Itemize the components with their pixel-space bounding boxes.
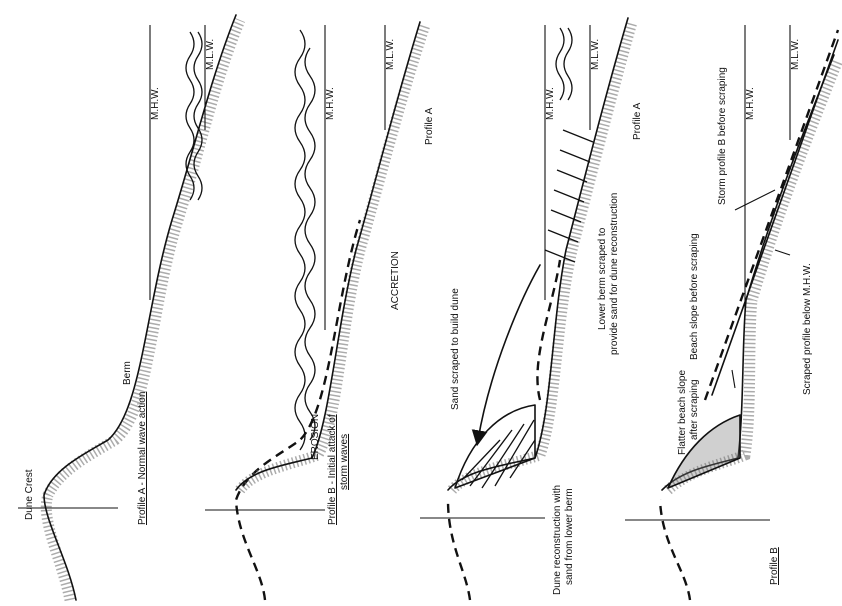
original-profile-dashed xyxy=(236,220,360,600)
waves-c xyxy=(556,28,564,100)
storm-waves xyxy=(295,30,305,450)
scraped-profile-label: Scraped profile below M.H.W. xyxy=(802,263,813,395)
dune-crest-label: Dune Crest xyxy=(24,469,35,520)
profile-a-label: Profile A - Normal wave action xyxy=(137,392,148,525)
beach-slope-label: Beach slope before scraping xyxy=(689,233,700,360)
profile-b-label-d: Profile B xyxy=(769,547,780,585)
profile-b-label: Profile B - Initial attack of xyxy=(327,414,338,525)
water-waves-outer xyxy=(194,32,202,200)
mhw-label-d: M.H.W. xyxy=(745,87,756,120)
berm-hatching xyxy=(545,130,593,262)
dashed-profile-c xyxy=(448,500,470,600)
lower-berm-label-2: provide sand for dune reconstruction xyxy=(609,193,620,355)
profile-b-label-2: storm waves xyxy=(339,434,350,490)
waves-c-outer xyxy=(564,28,572,100)
flatter-label-2: after scraping xyxy=(689,379,700,440)
mhw-label-a: M.H.W. xyxy=(150,87,161,120)
storm-profile-label: Storm profile B before scraping xyxy=(717,67,728,205)
dashed-profile-d xyxy=(660,500,690,600)
panel-reconstruction: Sand scraped to build dune Dune reconstr… xyxy=(420,18,643,600)
sand-scraped-label: Sand scraped to build dune xyxy=(450,288,461,410)
panel-profile-b-scraping: Profile B Flatter beach slope after scra… xyxy=(625,25,838,600)
berm-label: Berm xyxy=(122,361,133,385)
profile-a-ref-c: Profile A xyxy=(632,102,643,140)
lower-berm-label: Lower berm scraped to xyxy=(597,227,608,330)
dune-recon-label: Dune reconstruction with xyxy=(552,485,563,595)
storm-leader-line xyxy=(735,190,775,210)
mlw-label-d: M.L.W. xyxy=(790,39,801,70)
scraped-leader-line xyxy=(775,250,790,255)
accretion-label: ACCRETION xyxy=(390,251,401,310)
flatter-leader-line xyxy=(732,370,735,388)
panel-profile-b: EROSION Profile B - Initial attack of st… xyxy=(205,22,435,600)
mlw-label-c: M.L.W. xyxy=(590,39,601,70)
erosion-label: EROSION xyxy=(310,414,321,460)
flatter-slope-line xyxy=(712,40,838,395)
mhw-label-c: M.H.W. xyxy=(545,87,556,120)
storm-waves-outer xyxy=(305,48,315,440)
panel-profile-a: Dune Crest Berm Profile A - Normal wave … xyxy=(18,15,240,600)
mhw-label-b: M.H.W. xyxy=(325,87,336,120)
flatter-label: Flatter beach slope xyxy=(677,370,688,455)
profile-a-ref-label: Profile A xyxy=(424,107,435,145)
mlw-label-a: M.L.W. xyxy=(205,39,216,70)
mlw-label-b: M.L.W. xyxy=(385,39,396,70)
dune-recon-label-2: sand from lower berm xyxy=(564,488,575,585)
